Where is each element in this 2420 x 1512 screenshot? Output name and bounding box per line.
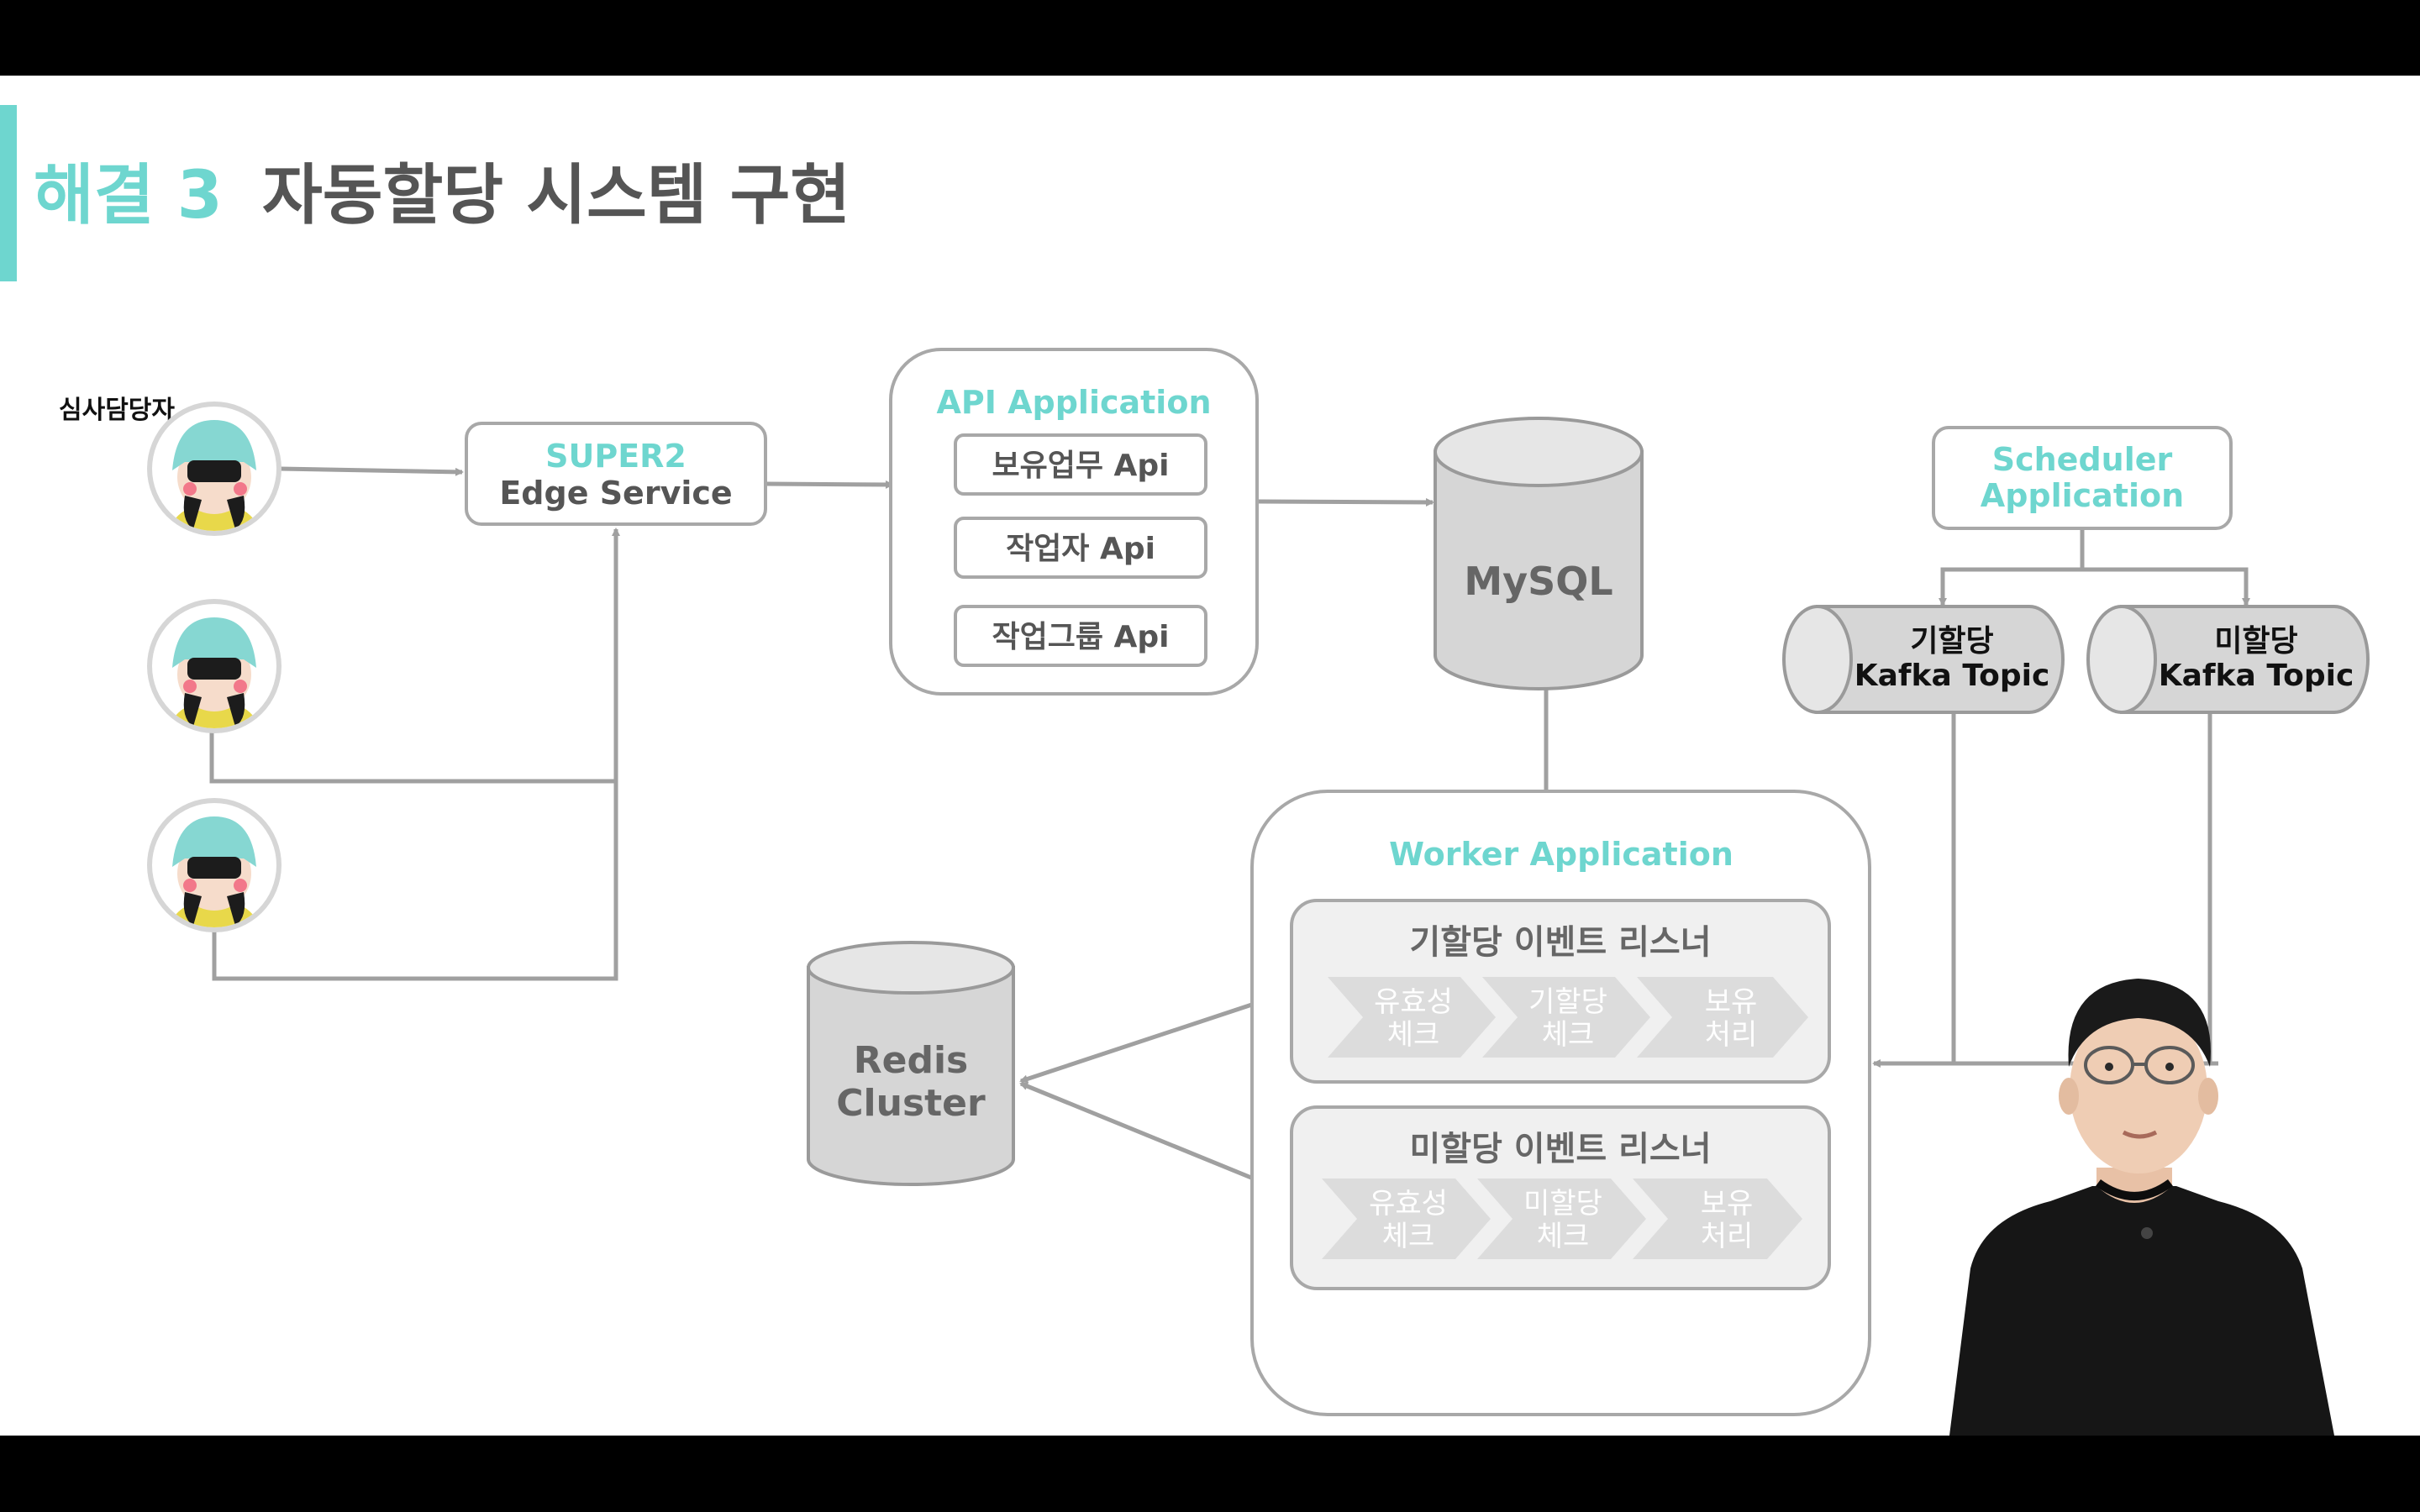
architecture-diagram: 심사담당자 — [59, 348, 2370, 1436]
letterbox-top — [0, 0, 2420, 76]
mysql-label: MySQL — [1464, 559, 1612, 604]
scheduler-application-box: Scheduler Application — [1932, 426, 2233, 530]
actor-avatar-2 — [147, 599, 281, 733]
kafka-topic-unassigned: 미할당 Kafka Topic — [2086, 605, 2370, 714]
api-item-2 — [954, 517, 1207, 579]
edge-service-title: SUPER2 — [545, 438, 687, 475]
presenter-video — [1949, 979, 2334, 1436]
api-application-title: API Application — [936, 384, 1211, 421]
worker-application-box: Worker Application — [1250, 790, 1871, 1416]
actor-avatar-1 — [147, 402, 281, 536]
listener-1-step-2-line1: 기할당 — [1528, 985, 1607, 1019]
listener-2-step-2-line1: 미할당 — [1523, 1187, 1602, 1221]
listener-unassigned: 미할당 이벤트 리스너 유효성 체크 미할당 체크 보유 처리 — [1290, 1105, 1831, 1290]
actor-label: 심사담당자 — [59, 396, 175, 425]
section-label: 해결 3 — [34, 158, 223, 234]
listener-1-step-3-line1: 보유 — [1705, 985, 1758, 1019]
listener-preassigned: 기할당 이벤트 리스너 유효성 체크 기할당 체크 보유 처리 — [1290, 899, 1831, 1084]
connector-actor2 — [209, 731, 616, 784]
api-item-3 — [954, 605, 1207, 667]
listener-1-step-3 — [1637, 977, 1808, 1058]
listener-2-step-2-line2: 체크 — [1537, 1220, 1590, 1253]
listener-1-title: 기할당 이벤트 리스너 — [1409, 923, 1711, 962]
redis-cluster: Redis Cluster — [807, 941, 1015, 1186]
api-application-box: API Application 보유업무 Api 작업자 Api 작업그룹 Ap… — [889, 348, 1259, 696]
slide-title: 자동할당 시스템 구현 — [262, 158, 851, 234]
actor-avatar-3 — [147, 798, 281, 932]
letterbox-bottom — [0, 1436, 2420, 1512]
scheduler-title-line1: Scheduler — [1992, 441, 2173, 478]
kafka-topic-2-line2: Kafka Topic — [2159, 659, 2354, 693]
kafka-topic-1-line2: Kafka Topic — [1854, 659, 2050, 693]
listener-1-step-1-line2: 체크 — [1387, 1018, 1440, 1052]
api-item-1 — [954, 433, 1207, 496]
redis-label-line2: Cluster — [836, 1082, 986, 1125]
listener-2-step-2 — [1477, 1179, 1646, 1259]
listener-2-step-1-line2: 체크 — [1382, 1220, 1435, 1253]
connector-scheduler-to-topic1 — [1939, 529, 2085, 606]
connector-actor3-to-edge — [212, 528, 620, 981]
scheduler-title-line2: Application — [1981, 477, 2184, 514]
connector-edge-to-api — [765, 480, 894, 489]
listener-2-step-3-line2: 처리 — [1701, 1220, 1754, 1253]
kafka-topic-1-line1: 기할당 — [1910, 624, 1993, 659]
listener-1-step-2-line2: 체크 — [1542, 1018, 1595, 1052]
listener-1-step-2 — [1482, 977, 1650, 1058]
api-item-2-label: 작업자 Api — [1006, 532, 1155, 566]
kafka-topic-2-line1: 미할당 — [2214, 624, 2297, 659]
listener-2-step-3-line1: 보유 — [1701, 1187, 1754, 1221]
header-accent-bar — [0, 105, 17, 281]
worker-application-title: Worker Application — [1389, 836, 1733, 873]
listener-2-step-3 — [1633, 1179, 1802, 1259]
slide: 해결 3 자동할당 시스템 구현 — [0, 76, 2420, 1436]
connector-listener1-to-redis — [1019, 989, 1293, 1084]
api-item-3-label: 작업그룹 Api — [992, 620, 1170, 654]
mysql-database: MySQL — [1434, 417, 1644, 690]
edge-service-box: SUPER2 Edge Service — [465, 422, 767, 526]
listener-2-title: 미할당 이벤트 리스너 — [1409, 1130, 1711, 1168]
listener-1-step-1 — [1328, 977, 1496, 1058]
edge-service-subtitle: Edge Service — [499, 475, 732, 512]
listener-2-step-1 — [1322, 1179, 1491, 1259]
kafka-topic-preassigned: 기할당 Kafka Topic — [1782, 605, 2065, 714]
listener-1-step-1-line1: 유효성 — [1374, 985, 1453, 1019]
api-item-1-label: 보유업무 Api — [992, 449, 1170, 483]
listener-2-step-1-line1: 유효성 — [1369, 1187, 1448, 1221]
connector-listener2-to-redis — [1019, 1081, 1293, 1197]
connector-api-to-mysql — [1257, 497, 1434, 507]
redis-label-line1: Redis — [854, 1039, 969, 1082]
listener-1-step-3-line2: 처리 — [1705, 1018, 1758, 1052]
connector-actor-to-edge — [279, 466, 464, 476]
connector-scheduler-to-topic2 — [2082, 567, 2250, 606]
